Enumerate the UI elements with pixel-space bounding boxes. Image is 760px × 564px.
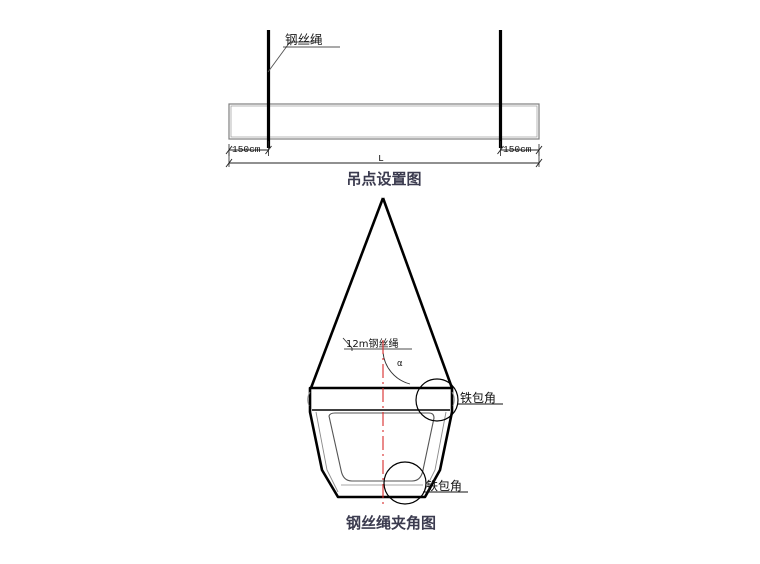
dim-left-tick-b <box>265 145 272 155</box>
callout-lower-circle <box>383 461 427 505</box>
figure-top-group: 钢丝绳 150cm 150cm <box>225 30 543 188</box>
girder-corner-guide-right <box>451 391 455 407</box>
callout-upper-text: 铁包角 <box>460 391 496 405</box>
figure-top-title: 吊点设置图 <box>346 170 421 188</box>
dim-right-tick-b <box>535 145 543 155</box>
figure-bottom-title: 钢丝绳夹角图 <box>346 514 436 532</box>
dim-span-tick-b <box>535 158 543 168</box>
dim-right-tick-a <box>497 145 504 155</box>
dim-left-text: 150cm <box>232 144 261 155</box>
girder-web-guide-right <box>423 411 447 493</box>
sling-right <box>381 197 454 389</box>
dim-span-text: L <box>378 153 384 164</box>
dim-right-150: 150cm <box>497 141 543 156</box>
beam-inner-outline <box>230 105 538 138</box>
angle-arc <box>382 351 411 385</box>
figure-bottom-group: 12m钢丝绳 α 铁包角 <box>307 197 503 532</box>
girder-corner-guide-left <box>307 391 311 407</box>
callout-upper-group: 铁包角 <box>415 378 503 422</box>
beam-outline <box>228 103 540 140</box>
girder-inner-void <box>328 412 435 482</box>
dim-span-tick-a <box>225 158 233 168</box>
callout-lower-group: 铁包角 <box>383 461 468 505</box>
angle-symbol-text: α <box>397 359 403 369</box>
dim-left-150: 150cm <box>225 141 272 156</box>
callout-lower-text: 铁包角 <box>426 479 462 493</box>
dim-span-L: L <box>225 152 543 168</box>
callout-upper-circle <box>415 378 459 422</box>
girder-web-guide-left <box>315 411 339 493</box>
rope-label-leader <box>267 41 315 73</box>
rope-length-text: 12m钢丝绳 <box>346 337 398 350</box>
rope-label-text: 钢丝绳 <box>285 32 323 47</box>
dim-left-tick-a <box>225 145 233 155</box>
rope-length-leader <box>342 337 353 351</box>
sling-left <box>309 197 385 389</box>
dim-right-text: 150cm <box>503 144 532 155</box>
